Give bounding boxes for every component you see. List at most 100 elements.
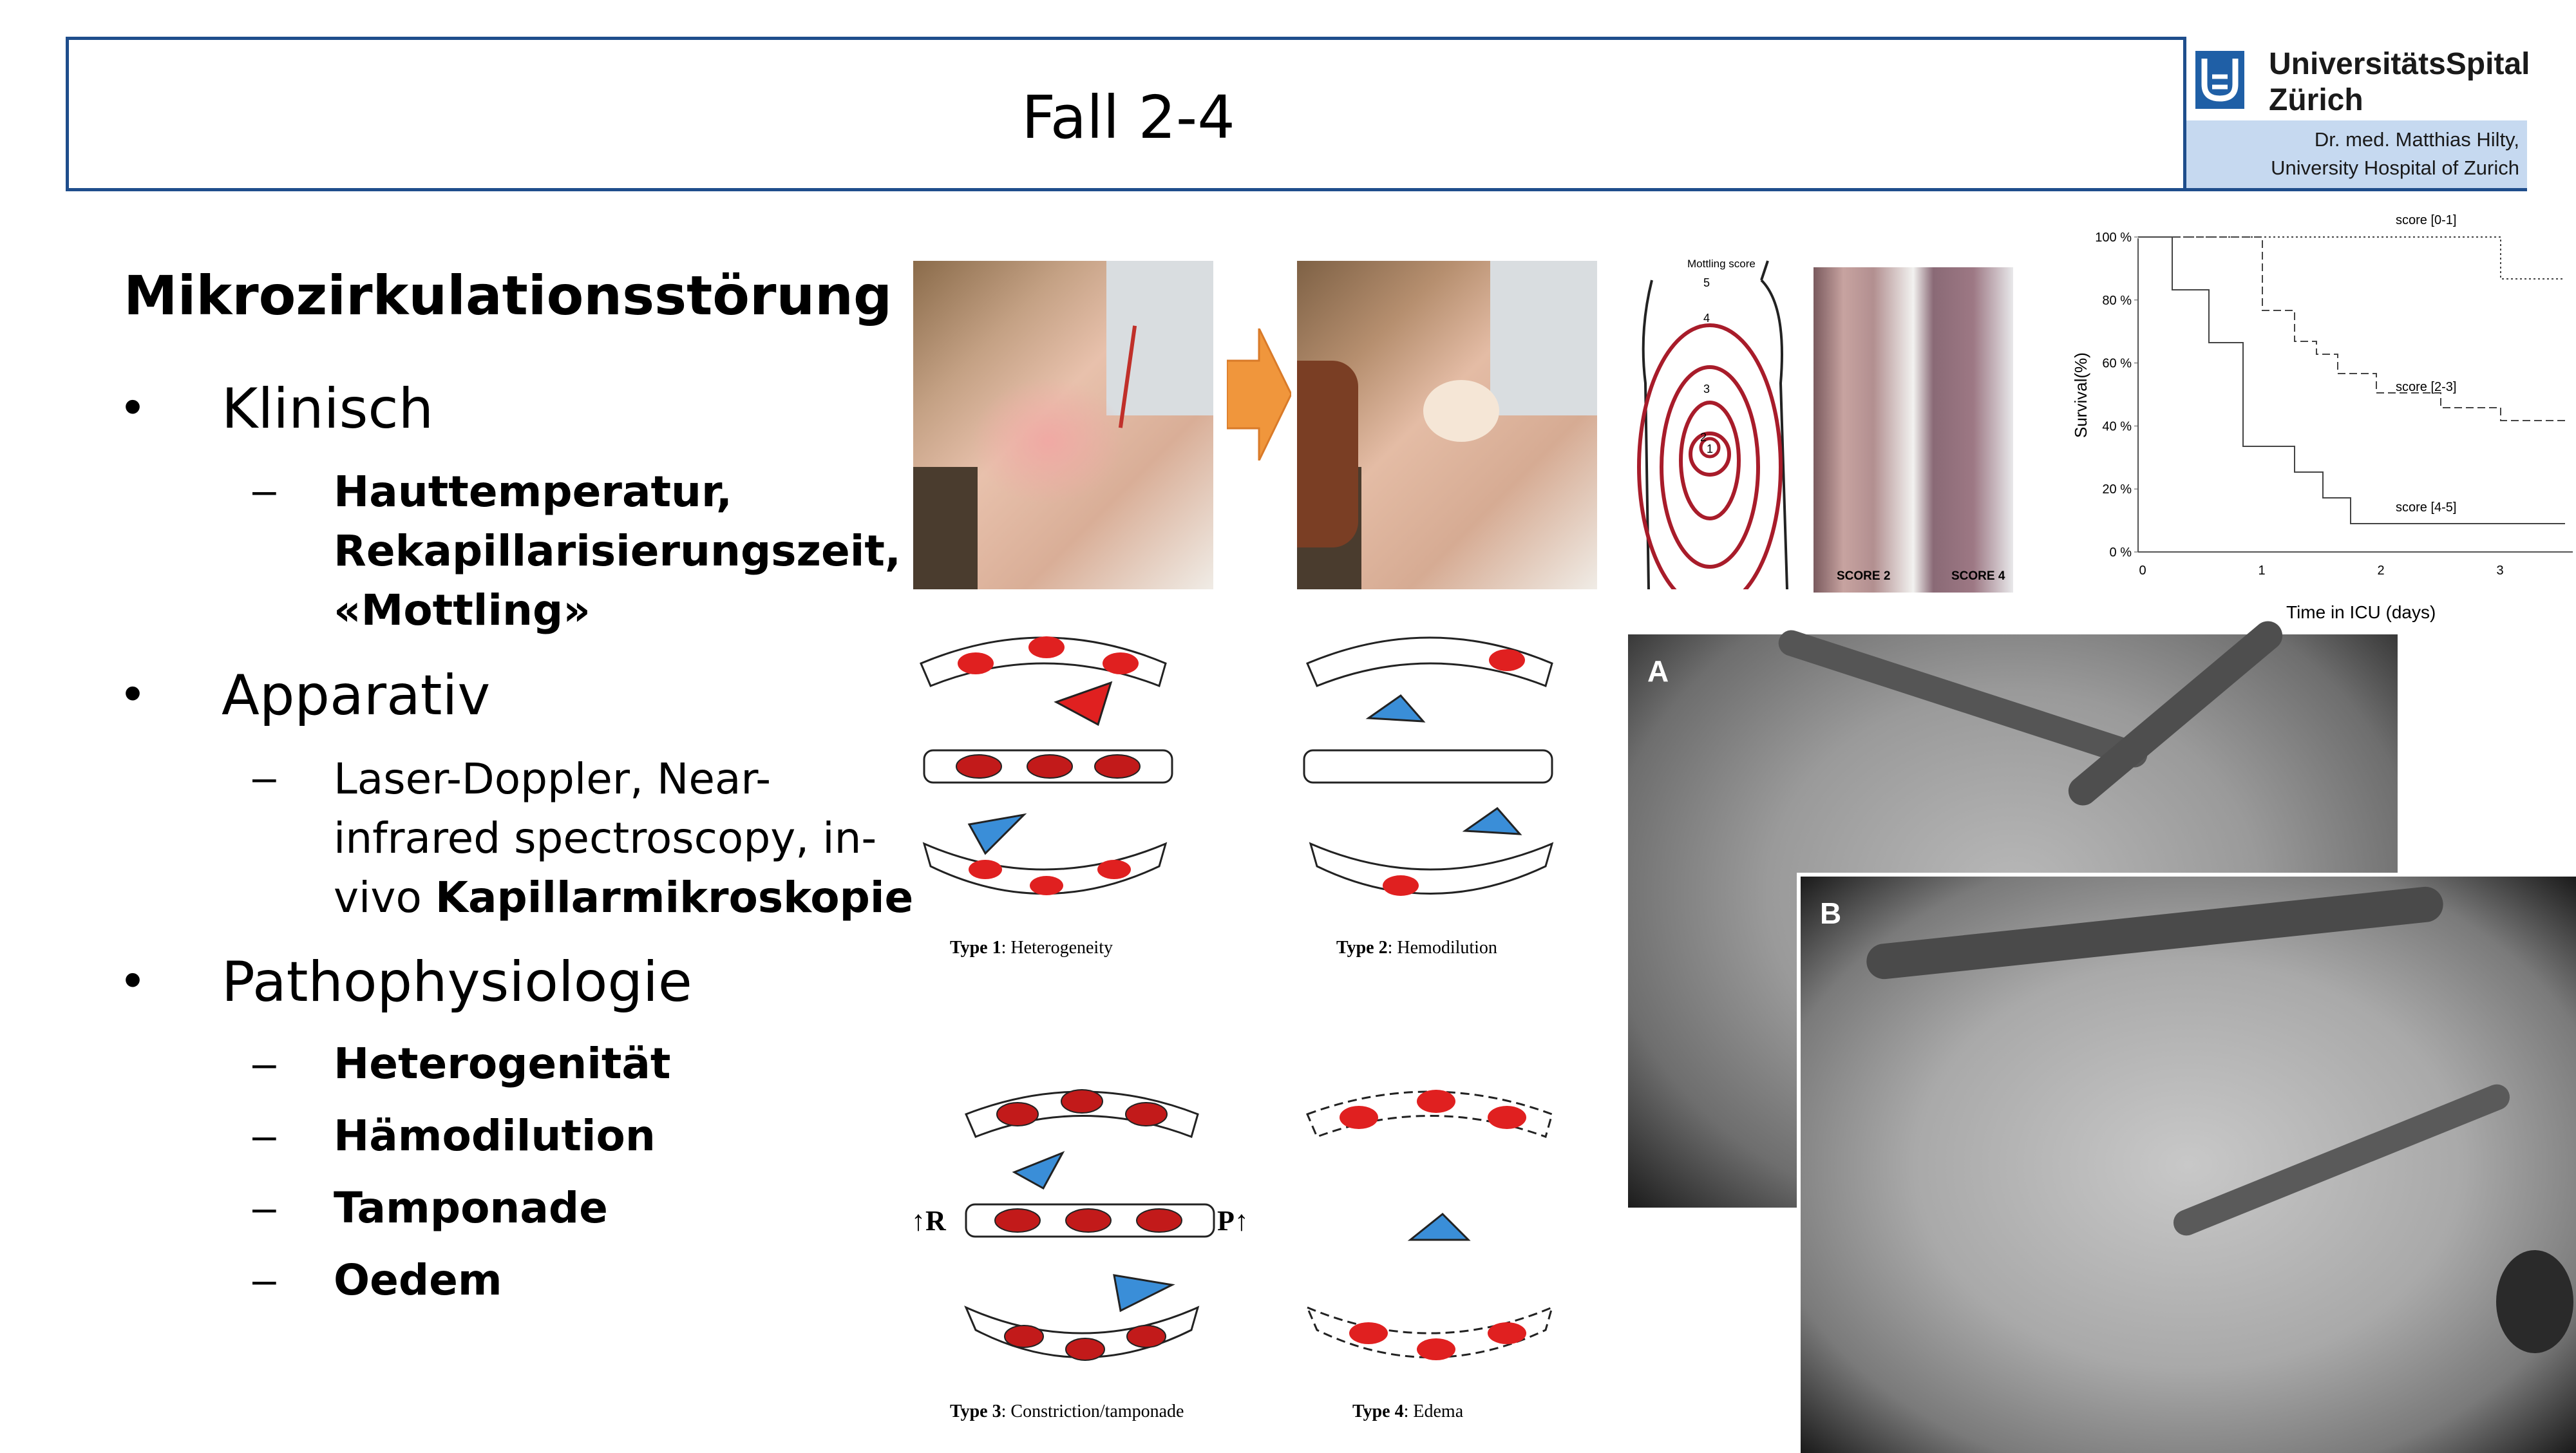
mottling-score-figure: Mottling score 5 4 3 2 1 [1637,258,1788,589]
sub-apparativ-3: vivo Kapillarmikroskopie [334,868,913,927]
sub-apparativ-3-bold: Kapillarmikroskopie [435,873,914,922]
red-cell [1065,1338,1105,1361]
capillary-scan-b: B [1797,873,2576,1453]
mottling-level-1: 1 [1707,442,1713,455]
sub-dash: – [252,753,276,801]
mottling-level-2: 2 [1700,431,1707,444]
hospital-name-line1: UniversitätsSpital [2269,47,2530,81]
knee-score-4-label: SCORE 4 [1951,569,2005,583]
red-cell [1383,875,1419,896]
x-tick-label: 1 [2258,564,2265,578]
bullet-pathophysiologie: Pathophysiologie [222,950,692,1014]
sub-patho-1: Heterogenität [334,1039,671,1088]
type-3-left-label: ↑R [911,1205,947,1237]
type-3-right-label: P↑ [1217,1205,1249,1237]
type-diagrams-bottom: ↑R P↑ Type 3: Constriction/tamponade Typ… [911,1089,1554,1421]
author-box: Dr. med. Matthias Hilty, University Hosp… [2186,120,2527,188]
series-score-4-5 [2138,236,2565,524]
sub-dash: – [252,1111,276,1159]
sub-patho-3: Tamponade [334,1183,608,1233]
red-cell [958,652,994,674]
triangle-red-icon [1054,681,1113,726]
knees-photo [1814,267,2013,593]
mottling-title: Mottling score [1687,258,1756,270]
red-cell [1030,876,1063,895]
red-cell [1126,1325,1166,1348]
x-axis-label: Time in ICU (days) [2286,602,2436,622]
red-cell [1061,1089,1103,1114]
triangle-blue-icon [1113,1274,1175,1313]
hospital-name-line2: Zürich [2269,83,2363,117]
bullet-klinisch: Klinisch [222,377,434,441]
knee-score-2-label: SCORE 2 [1837,569,1891,583]
series-label-2-3: score [2-3] [2396,380,2456,394]
red-cell [1125,1102,1168,1126]
red-cell [1340,1106,1378,1129]
red-cell [996,1102,1039,1126]
scan-b-label: B [1820,897,1842,930]
series-label-0-1: score [0-1] [2396,213,2456,227]
y-tick-label: 20 % [2102,482,2132,497]
blanched-skin-spot [1423,380,1499,442]
mottling-level-5: 5 [1703,276,1710,289]
red-cell [1417,1090,1455,1113]
section-heading: Mikrozirkulationsstörung [124,264,893,327]
mottling-level-4: 4 [1703,312,1710,325]
y-tick-label: 0 % [2110,546,2132,560]
triangle-blue-icon [1365,694,1426,723]
red-cell [969,860,1002,879]
type-4-caption: Type 4: Edema [1352,1401,1464,1421]
y-tick-label: 80 % [2102,294,2132,308]
y-axis-label: Survival(%) [2071,352,2090,438]
red-cell [1028,636,1065,658]
sub-dash: – [252,1255,276,1303]
type-1-caption: Type 1: Heterogeneity [950,938,1113,958]
y-ticks: 100 %80 %60 %40 %20 %0 % [2095,231,2138,560]
type-3-caption: Type 3: Constriction/tamponade [950,1401,1184,1421]
logo-top: UniversitätsSpital Zürich [2186,37,2530,120]
x-tick-label: 0 [2139,564,2146,578]
triangle-blue-icon [1462,806,1522,835]
series-label-4-5: score [4-5] [2396,500,2456,515]
red-cell [956,754,1002,779]
author-line2: University Hospital of Zurich [2271,157,2519,179]
bullet-dot: • [124,377,142,435]
scan-a-label: A [1647,654,1669,688]
sub-dash: – [252,1183,276,1231]
red-cell [994,1208,1041,1233]
hospital-logo-icon [2195,51,2244,109]
sub-klinisch-3: «Mottling» [334,585,591,635]
hospital-name: UniversitätsSpital Zürich [2269,46,2530,119]
x-tick-label: 3 [2496,564,2503,578]
sub-apparativ-2: infrared spectroscopy, in- [334,813,877,863]
triangle-blue-icon [1012,1151,1065,1190]
y-tick-label: 60 % [2102,357,2132,371]
red-cell [1094,754,1141,779]
type-diagrams-top: Type 1: Heterogeneity Type 2: Hemodiluti… [920,636,1554,958]
sub-klinisch-1: Hauttemperatur, [334,467,732,517]
sub-apparativ-3-prefix: vivo [334,873,435,922]
type-2-caption: Type 2: Hemodilution [1336,938,1497,958]
hand-photo-part [1297,361,1358,547]
sub-klinisch-2: Rekapillarisierungszeit, [334,526,901,576]
series-score-0-1 [2138,236,2565,280]
mottling-level-3: 3 [1703,383,1710,395]
y-tick-label: 100 % [2095,231,2132,245]
triangle-blue-icon [1407,1212,1471,1241]
red-cell [1103,652,1139,674]
author-line1: Dr. med. Matthias Hilty, [2314,128,2519,151]
x-tick-label: 2 [2377,564,2384,578]
sub-patho-4: Oedem [334,1255,502,1305]
series-score-2-3 [2138,236,2565,421]
x-ticks: 0 1 2 3 [2139,564,2503,578]
red-cell [1349,1322,1388,1344]
bullet-dot: • [124,951,142,1008]
red-cell [1489,649,1525,671]
bullet-apparativ: Apparativ [222,663,491,728]
slide-title: Fall 2-4 [1021,82,1235,152]
red-cell [1136,1208,1182,1233]
triangle-blue-icon [967,813,1027,855]
bullet-dot: • [124,664,142,721]
arrow-right-icon [1227,328,1291,461]
